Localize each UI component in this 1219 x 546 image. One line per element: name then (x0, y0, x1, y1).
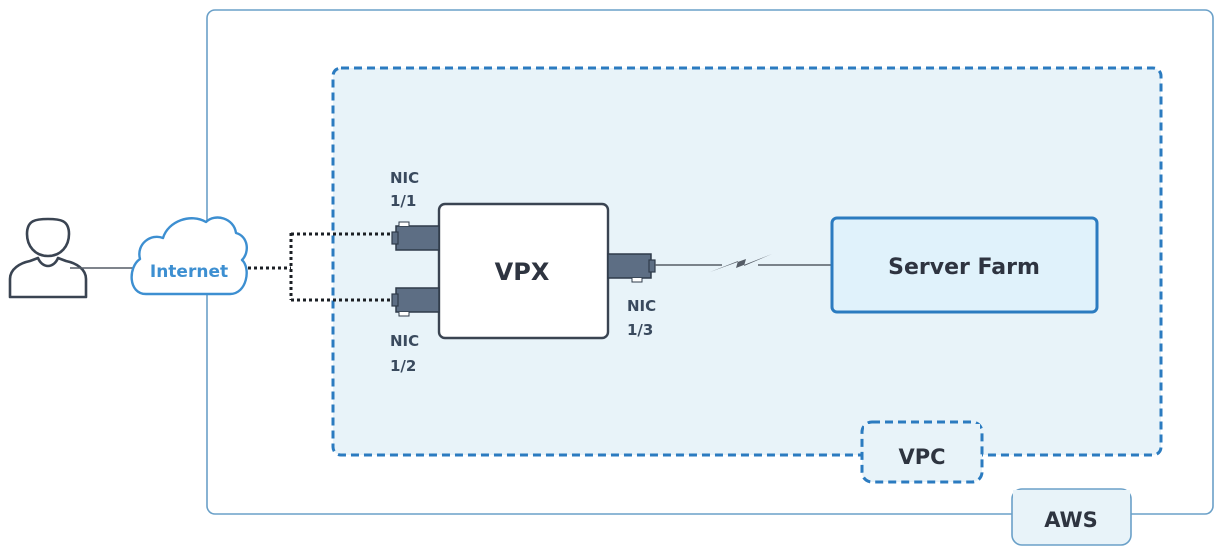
vpc-label: VPC (898, 445, 945, 469)
nic-1-2-label-line2: 1/2 (390, 357, 416, 375)
nic-1-2-label: NIC 1/2 (390, 332, 424, 375)
nic-1-1-port-icon (391, 221, 440, 251)
aws-tag: AWS (1011, 488, 1132, 546)
nic-1-3-port-icon (607, 253, 656, 283)
nic-1-3-label-line1: NIC (627, 297, 656, 315)
lightning-link-icon (655, 254, 832, 272)
server-farm-label: Server Farm (888, 255, 1040, 280)
server-farm-box (830, 216, 1099, 314)
nic-1-1-label-line1: NIC (390, 169, 419, 187)
internet-vpx-dotted-link (248, 232, 394, 302)
nic-1-2-port-icon (391, 287, 440, 317)
internet-label: Internet (150, 262, 228, 282)
nic-1-3-label-line2: 1/3 (627, 321, 653, 339)
nic-1-2-label-line1: NIC (390, 332, 419, 350)
user-icon (8, 217, 88, 299)
cloud-icon: Internet (130, 216, 248, 296)
nic-1-1-label-line2: 1/1 (390, 192, 416, 210)
aws-label: AWS (1044, 508, 1098, 532)
vpx-label: VPX (495, 258, 550, 286)
vpc-box (331, 66, 1163, 457)
nic-1-3-label: NIC 1/3 (627, 297, 661, 339)
nic-1-1-label: NIC 1/1 (390, 169, 424, 210)
vpc-tag: VPC (860, 420, 984, 484)
